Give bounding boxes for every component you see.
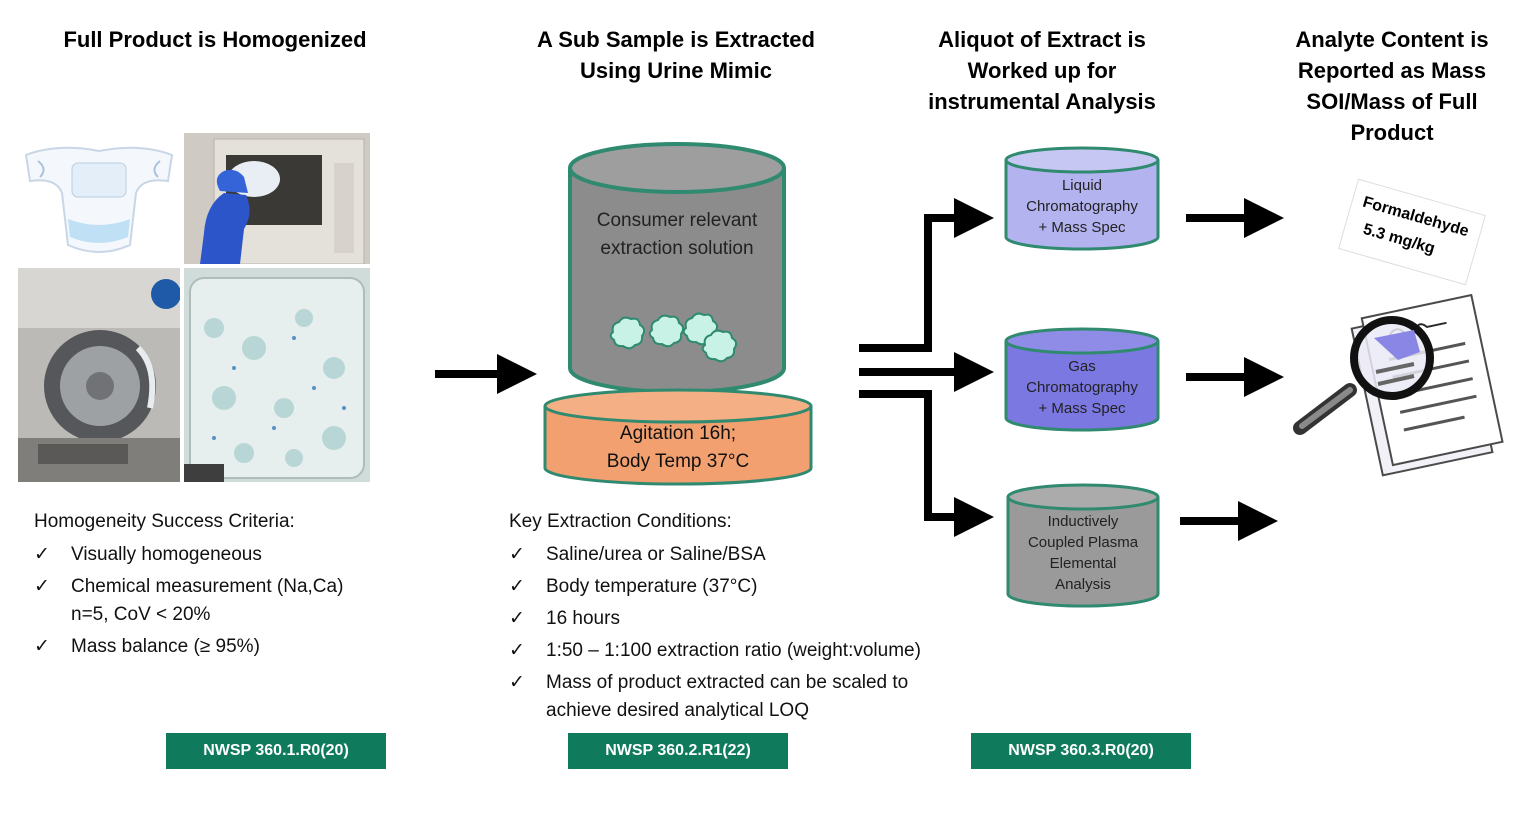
lcms-label: Liquid Chromatography + Mass Spec xyxy=(1006,175,1158,238)
item-text: Body temperature (37°C) xyxy=(546,576,758,597)
granule-icon xyxy=(701,329,738,363)
glovebox-icon xyxy=(184,133,370,264)
nwsp-badge-3: NWSP 360.3.R0(20) xyxy=(971,733,1191,769)
label-line: Gas xyxy=(1068,358,1096,375)
item-text: Saline/urea or Saline/BSA xyxy=(546,544,766,565)
step3-heading: Aliquot of Extract is Worked up for inst… xyxy=(902,24,1182,117)
checkmark-icon: ✓ xyxy=(509,608,525,629)
gcms-label: Gas Chromatography + Mass Spec xyxy=(1006,356,1158,419)
heading-line: Aliquot of Extract is xyxy=(938,27,1146,52)
branch-arrows xyxy=(859,198,1284,541)
checkmark-icon: ✓ xyxy=(34,544,50,565)
homogenized-jar-icon xyxy=(184,268,370,482)
item-text: n=5, CoV < 20% xyxy=(71,604,211,625)
step2-heading: A Sub Sample is Extracted Using Urine Mi… xyxy=(500,24,852,86)
label-line: + Mass Spec xyxy=(1038,400,1126,417)
criteria-heading: Homogeneity Success Criteria: xyxy=(34,511,295,532)
condition-item: ✓ Saline/urea or Saline/BSA xyxy=(509,541,989,569)
heading-line: Using Urine Mimic xyxy=(580,58,772,83)
step4-heading: Analyte Content is Reported as Mass SOI/… xyxy=(1272,24,1512,148)
label-line: + Mass Spec xyxy=(1038,219,1126,236)
conditions-heading: Key Extraction Conditions: xyxy=(509,511,732,532)
heading-line: Full Product is Homogenized xyxy=(63,27,367,52)
heading-line: A Sub Sample is Extracted xyxy=(537,27,815,52)
icp-cylinder-icon xyxy=(1006,483,1160,608)
item-text: Chemical measurement (Na,Ca) xyxy=(71,576,344,597)
nwsp-badge-2: NWSP 360.2.R1(22) xyxy=(568,733,788,769)
checkmark-icon: ✓ xyxy=(509,640,525,661)
checkmark-icon: ✓ xyxy=(509,672,525,693)
granule-icon xyxy=(609,316,646,350)
criteria-item: ✓ Chemical measurement (Na,Ca) n=5, CoV < … xyxy=(34,573,414,629)
checkmark-icon: ✓ xyxy=(34,576,50,597)
checkmark-icon: ✓ xyxy=(34,636,50,657)
granule-icon xyxy=(648,314,685,348)
extraction-conditions: Key Extraction Conditions: ✓ Saline/urea … xyxy=(509,508,989,729)
criteria-item: ✓ Mass balance (≥ 95%) xyxy=(34,633,414,661)
condition-item: ✓ 1:50 – 1:100 extraction ratio (weight:v… xyxy=(509,637,989,665)
condition-item: ✓ Body temperature (37°C) xyxy=(509,573,989,601)
checkmark-icon: ✓ xyxy=(509,576,525,597)
heading-line: Analyte Content is xyxy=(1295,27,1489,52)
label-line: Chromatography xyxy=(1026,198,1138,215)
heading-line: Product xyxy=(1350,120,1434,145)
icp-label: Inductively Coupled Plasma Elemental Ana… xyxy=(1008,511,1158,595)
mill-icon xyxy=(18,268,180,482)
item-text: Visually homogeneous xyxy=(71,544,262,565)
agitation-plate-icon xyxy=(543,388,813,486)
condition-item: ✓ Mass of product extracted can be scaled… xyxy=(509,669,989,725)
label-line: Agitation 16h; xyxy=(619,423,737,444)
heading-line: Worked up for xyxy=(967,58,1117,83)
condition-item: ✓ 16 hours xyxy=(509,605,989,633)
magnifier-report-icon xyxy=(1293,293,1504,477)
item-text: achieve desired analytical LOQ xyxy=(546,700,809,721)
item-text: Mass of product extracted can be scaled … xyxy=(546,672,909,693)
diaper-icon xyxy=(18,133,180,264)
label-line: Elemental xyxy=(1049,555,1117,572)
label-line: Consumer relevant xyxy=(596,210,758,231)
label-line: Chromatography xyxy=(1026,379,1138,396)
result-card xyxy=(1338,178,1486,286)
checkmark-icon: ✓ xyxy=(509,544,525,565)
item-text: 1:50 – 1:100 extraction ratio (weight:vo… xyxy=(546,640,921,661)
heading-line: instrumental Analysis xyxy=(928,89,1156,114)
label-line: Coupled Plasma xyxy=(1027,534,1139,551)
homogeneity-criteria: Homogeneity Success Criteria: ✓ Visually … xyxy=(34,508,414,665)
heading-line: SOI/Mass of Full xyxy=(1306,89,1478,114)
plate-label: Agitation 16h; Body Temp 37°C xyxy=(545,420,811,476)
extraction-vessel-icon xyxy=(568,142,786,394)
item-text: Mass balance (≥ 95%) xyxy=(71,636,260,657)
criteria-item: ✓ Visually homogeneous xyxy=(34,541,414,569)
label-line: Body Temp 37°C xyxy=(606,451,750,472)
label-line: Analysis xyxy=(1055,576,1111,593)
label-line: Liquid xyxy=(1061,177,1103,194)
heading-line: Reported as Mass xyxy=(1297,58,1487,83)
lcms-cylinder-icon xyxy=(1004,146,1160,251)
nwsp-badge-1: NWSP 360.1.R0(20) xyxy=(166,733,386,769)
label-line: Inductively xyxy=(1047,513,1119,530)
item-text: 16 hours xyxy=(546,608,620,629)
gcms-cylinder-icon xyxy=(1004,327,1160,432)
vessel-solution-label: Consumer relevant extraction solution xyxy=(570,207,784,263)
label-line: extraction solution xyxy=(600,238,754,259)
step1-heading: Full Product is Homogenized xyxy=(40,24,390,55)
